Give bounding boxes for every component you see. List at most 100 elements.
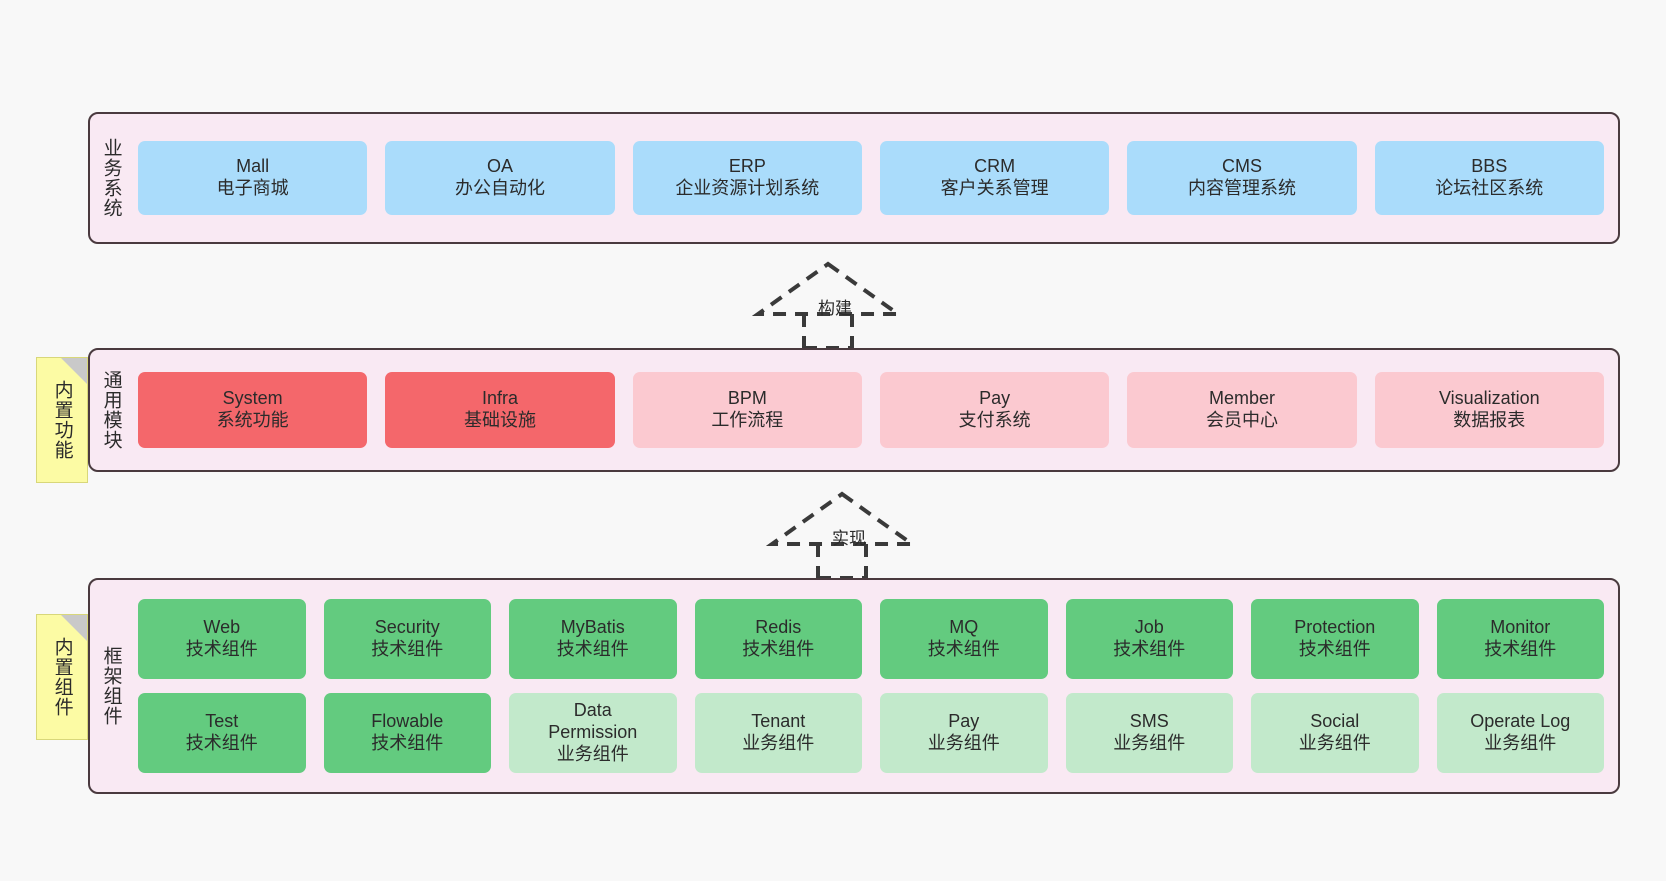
module-card-name: Monitor	[1490, 617, 1551, 638]
row-business-components: Test 技术组件 Flowable 技术组件 Data Permission …	[138, 693, 1604, 773]
module-card-desc: 业务组件	[742, 733, 815, 753]
module-card-desc: 基础设施	[463, 410, 536, 430]
module-card-cms[interactable]: CMS 内容管理系统	[1127, 141, 1357, 215]
note-builtin-function: 内置功能	[36, 357, 88, 483]
module-card-name: System	[222, 388, 283, 409]
module-card-desc: 业务组件	[1113, 733, 1186, 753]
module-card-name: Web	[203, 617, 241, 638]
module-card-desc: 电子商城	[216, 178, 289, 198]
module-card-desc: 会员中心	[1205, 410, 1278, 430]
module-card-name: Test	[205, 711, 239, 732]
module-card-sms[interactable]: SMS 业务组件	[1065, 693, 1233, 773]
module-card-name: CRM	[974, 156, 1016, 177]
module-card-name: Mall	[236, 156, 270, 177]
module-card-desc: 数据报表	[1453, 410, 1526, 430]
module-card-visualization[interactable]: Visualization 数据报表	[1374, 372, 1604, 448]
module-card-desc: 技术组件	[556, 639, 629, 659]
module-card-name: Pay	[979, 388, 1011, 409]
module-card-name: BBS	[1471, 156, 1508, 177]
module-card-job[interactable]: Job 技术组件	[1065, 599, 1233, 679]
module-card-mybatis[interactable]: MyBatis 技术组件	[509, 599, 677, 679]
module-card-name: SMS	[1129, 711, 1169, 732]
row: Mall 电子商城 OA 办公自动化 ERP 企业资源计划系统 CRM 客户关系…	[138, 141, 1604, 215]
module-card-system[interactable]: System 系统功能	[138, 372, 368, 448]
module-card-desc: 支付系统	[958, 410, 1031, 430]
module-card-pay[interactable]: Pay 支付系统	[879, 372, 1110, 448]
module-card-name: Visualization	[1438, 388, 1540, 409]
module-card-name: Redis	[755, 617, 802, 638]
row: System 系统功能 Infra 基础设施 BPM 工作流程 Pay 支付系统…	[138, 372, 1604, 448]
module-card-desc: 系统功能	[216, 410, 289, 430]
module-card-name: Tenant	[751, 711, 806, 732]
module-card-crm[interactable]: CRM 客户关系管理	[879, 141, 1110, 215]
module-card-redis[interactable]: Redis 技术组件	[694, 599, 862, 679]
module-card-erp[interactable]: ERP 企业资源计划系统	[632, 141, 862, 215]
module-card-name: CMS	[1221, 156, 1262, 177]
module-card-bbs[interactable]: BBS 论坛社区系统	[1374, 141, 1604, 215]
layer-common-module-body: System 系统功能 Infra 基础设施 BPM 工作流程 Pay 支付系统…	[132, 350, 1618, 470]
layer-business-system-body: Mall 电子商城 OA 办公自动化 ERP 企业资源计划系统 CRM 客户关系…	[132, 114, 1618, 242]
module-card-name: Operate Log	[1470, 711, 1571, 732]
layer-business-system-title: 业务系统	[100, 138, 122, 218]
module-card-name: Flowable	[371, 711, 444, 732]
module-card-name: Infra	[481, 388, 518, 409]
module-card-oa[interactable]: OA 办公自动化	[385, 141, 615, 215]
layer-framework-component-title: 框架组件	[100, 646, 122, 726]
module-card-name: Job	[1134, 617, 1164, 638]
layer-common-module: 通用模块 System 系统功能 Infra 基础设施 BPM 工作流程 Pay…	[88, 348, 1620, 472]
module-card-name: Pay	[948, 711, 980, 732]
module-card-security[interactable]: Security 技术组件	[323, 599, 491, 679]
module-card-protection[interactable]: Protection 技术组件	[1251, 599, 1419, 679]
module-card-data-permission[interactable]: Data Permission 业务组件	[509, 693, 677, 773]
module-card-desc: 业务组件	[1484, 733, 1557, 753]
module-card-desc: 企业资源计划系统	[675, 178, 820, 198]
layer-framework-component-body: Web 技术组件 Security 技术组件 MyBatis 技术组件 Redi…	[132, 580, 1618, 792]
module-card-mall[interactable]: Mall 电子商城	[138, 141, 368, 215]
note-builtin-component: 内置组件	[36, 614, 88, 740]
module-card-desc: 工作流程	[711, 410, 784, 430]
note-fold-corner-icon	[61, 615, 87, 641]
module-card-desc: 业务组件	[927, 733, 1000, 753]
note-fold-corner-icon	[61, 358, 87, 384]
module-card-operate-log[interactable]: Operate Log 业务组件	[1436, 693, 1604, 773]
module-card-desc: 技术组件	[371, 733, 444, 753]
module-card-monitor[interactable]: Monitor 技术组件	[1436, 599, 1604, 679]
module-card-desc: 办公自动化	[454, 178, 545, 198]
module-card-name: OA	[486, 156, 513, 177]
module-card-desc: 业务组件	[1298, 733, 1371, 753]
module-card-social[interactable]: Social 业务组件	[1251, 693, 1419, 773]
layer-framework-component: 框架组件 Web 技术组件 Security 技术组件 MyBatis 技术组件…	[88, 578, 1620, 794]
module-card-name: ERP	[728, 156, 766, 177]
module-card-name: Data Permission	[548, 700, 638, 743]
connector-implement-label: 实现	[832, 529, 866, 548]
module-card-name: MyBatis	[560, 617, 625, 638]
module-card-pay-business[interactable]: Pay 业务组件	[880, 693, 1048, 773]
module-card-name: BPM	[727, 388, 767, 409]
module-card-flowable[interactable]: Flowable 技术组件	[323, 693, 491, 773]
note-builtin-function-label: 内置功能	[51, 380, 73, 460]
module-card-desc: 论坛社区系统	[1435, 178, 1544, 198]
module-card-mq[interactable]: MQ 技术组件	[880, 599, 1048, 679]
module-card-desc: 技术组件	[185, 639, 258, 659]
module-card-infra[interactable]: Infra 基础设施	[385, 372, 615, 448]
module-card-test[interactable]: Test 技术组件	[138, 693, 306, 773]
module-card-desc: 技术组件	[371, 639, 444, 659]
module-card-desc: 客户关系管理	[940, 178, 1049, 198]
module-card-desc: 技术组件	[1113, 639, 1186, 659]
module-card-desc: 技术组件	[1484, 639, 1557, 659]
module-card-desc: 技术组件	[927, 639, 1000, 659]
module-card-tenant[interactable]: Tenant 业务组件	[694, 693, 862, 773]
module-card-name: Member	[1208, 388, 1275, 409]
module-card-name: Security	[374, 617, 440, 638]
module-card-web[interactable]: Web 技术组件	[138, 599, 306, 679]
module-card-name: Protection	[1294, 617, 1376, 638]
module-card-bpm[interactable]: BPM 工作流程	[632, 372, 862, 448]
module-card-name: Social	[1310, 711, 1360, 732]
layer-common-module-title: 通用模块	[100, 370, 122, 450]
module-card-member[interactable]: Member 会员中心	[1127, 372, 1357, 448]
module-card-desc: 业务组件	[556, 743, 629, 764]
module-card-desc: 技术组件	[1298, 639, 1371, 659]
module-card-desc: 技术组件	[185, 733, 258, 753]
row-tech-components: Web 技术组件 Security 技术组件 MyBatis 技术组件 Redi…	[138, 599, 1604, 679]
